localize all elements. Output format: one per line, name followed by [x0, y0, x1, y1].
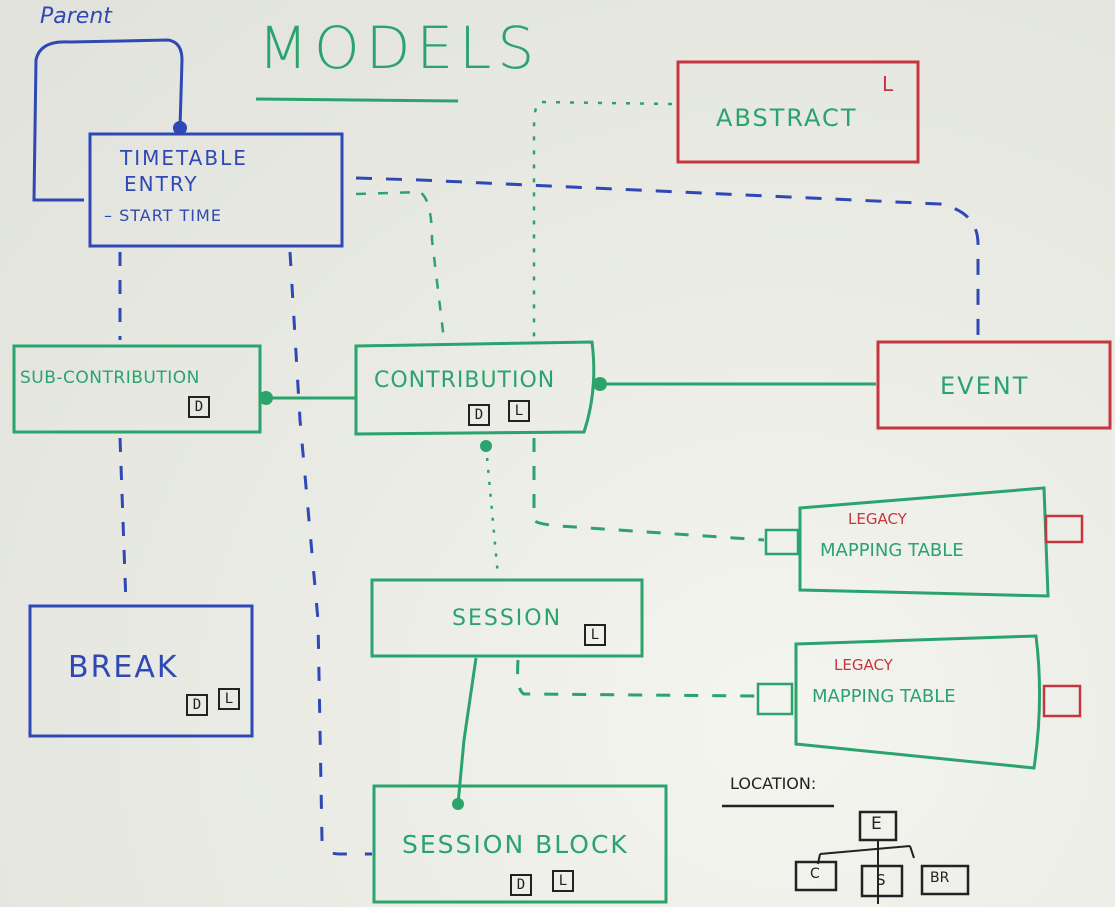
- contribution-box: [354, 340, 596, 436]
- event-label: EVENT: [940, 372, 1030, 400]
- session-contribution-link: [484, 445, 500, 577]
- timetable-event-link: [355, 176, 980, 340]
- session-legacy2-link: [516, 659, 757, 698]
- location-child-s-box: [860, 864, 904, 898]
- legacy-2-left-tab: [756, 682, 794, 716]
- sub-contribution-tag-d: D: [188, 396, 210, 418]
- legacy-1-line2: MAPPING TABLE: [820, 540, 964, 561]
- timetable-contribution-link: [355, 190, 446, 341]
- break-label: BREAK: [68, 650, 179, 685]
- session-block-tag-d: D: [510, 874, 532, 896]
- session-block-box: [372, 784, 668, 904]
- session-block-tag-l: L: [552, 870, 574, 892]
- session-sessionblock-link: [456, 657, 478, 805]
- legacy-1-line1: LEGACY: [848, 510, 907, 528]
- contribution-tag-d: D: [468, 404, 490, 426]
- location-child-c: C: [810, 866, 820, 882]
- subcontrib-break-link: [118, 437, 128, 605]
- legacy-1-left-tab: [764, 528, 800, 556]
- session-box: [370, 578, 644, 658]
- abstract-label: ABSTRACT: [716, 104, 858, 132]
- sub-contribution-label: SUB-CONTRIBUTION: [20, 368, 200, 388]
- contribution-legacy1-link: [532, 438, 765, 542]
- location-title: LOCATION:: [730, 774, 817, 793]
- session-label: SESSION: [452, 606, 563, 631]
- legacy-2-line1: LEGACY: [834, 656, 893, 674]
- title-underline: [255, 97, 459, 103]
- parent-label: Parent: [40, 4, 112, 29]
- session-block-label: SESSION BLOCK: [402, 830, 629, 859]
- sub-contribution-box: [12, 344, 262, 434]
- parent-self-loop: [32, 38, 184, 202]
- location-child-br-box: [920, 864, 970, 896]
- abstract-contribution-link: [532, 100, 673, 340]
- abstract-box: [676, 60, 920, 164]
- page-title: MODELS: [258, 14, 541, 82]
- timetable-sessionblock-link: [288, 251, 372, 856]
- session-contribution-dot: [480, 440, 492, 452]
- session-sessionblock-dot: [452, 798, 464, 810]
- timetable-entry-title-1: TIMETABLE: [120, 146, 248, 170]
- subcontrib-link-dot: [259, 391, 273, 405]
- legacy-1-right-tab: [1044, 514, 1084, 544]
- location-child-br: BR: [930, 870, 950, 886]
- legacy-table-2-box: [794, 634, 1042, 770]
- legacy-2-right-tab: [1042, 684, 1082, 718]
- contribution-tag-l: L: [508, 400, 530, 422]
- session-tag-l: L: [584, 624, 606, 646]
- break-tag-d: D: [186, 694, 208, 716]
- break-tag-l: L: [218, 688, 240, 710]
- timetable-entry-title-2: ENTRY: [124, 172, 199, 196]
- location-child-c-box: [794, 860, 838, 892]
- legacy-2-line2: MAPPING TABLE: [812, 686, 956, 707]
- abstract-badge: L: [882, 72, 894, 96]
- contribution-event-dot: [593, 377, 607, 391]
- parent-loop-dot: [173, 121, 187, 135]
- contribution-label: CONTRIBUTION: [374, 368, 556, 393]
- timetable-entry-field: – START TIME: [104, 206, 222, 225]
- timetable-entry-box: [88, 132, 344, 248]
- event-box: [876, 340, 1112, 430]
- break-box: [28, 604, 254, 738]
- location-root: E: [871, 814, 882, 834]
- location-child-s: S: [876, 871, 886, 889]
- location-tree-lines: [817, 840, 915, 904]
- legacy-table-1-box: [798, 486, 1050, 598]
